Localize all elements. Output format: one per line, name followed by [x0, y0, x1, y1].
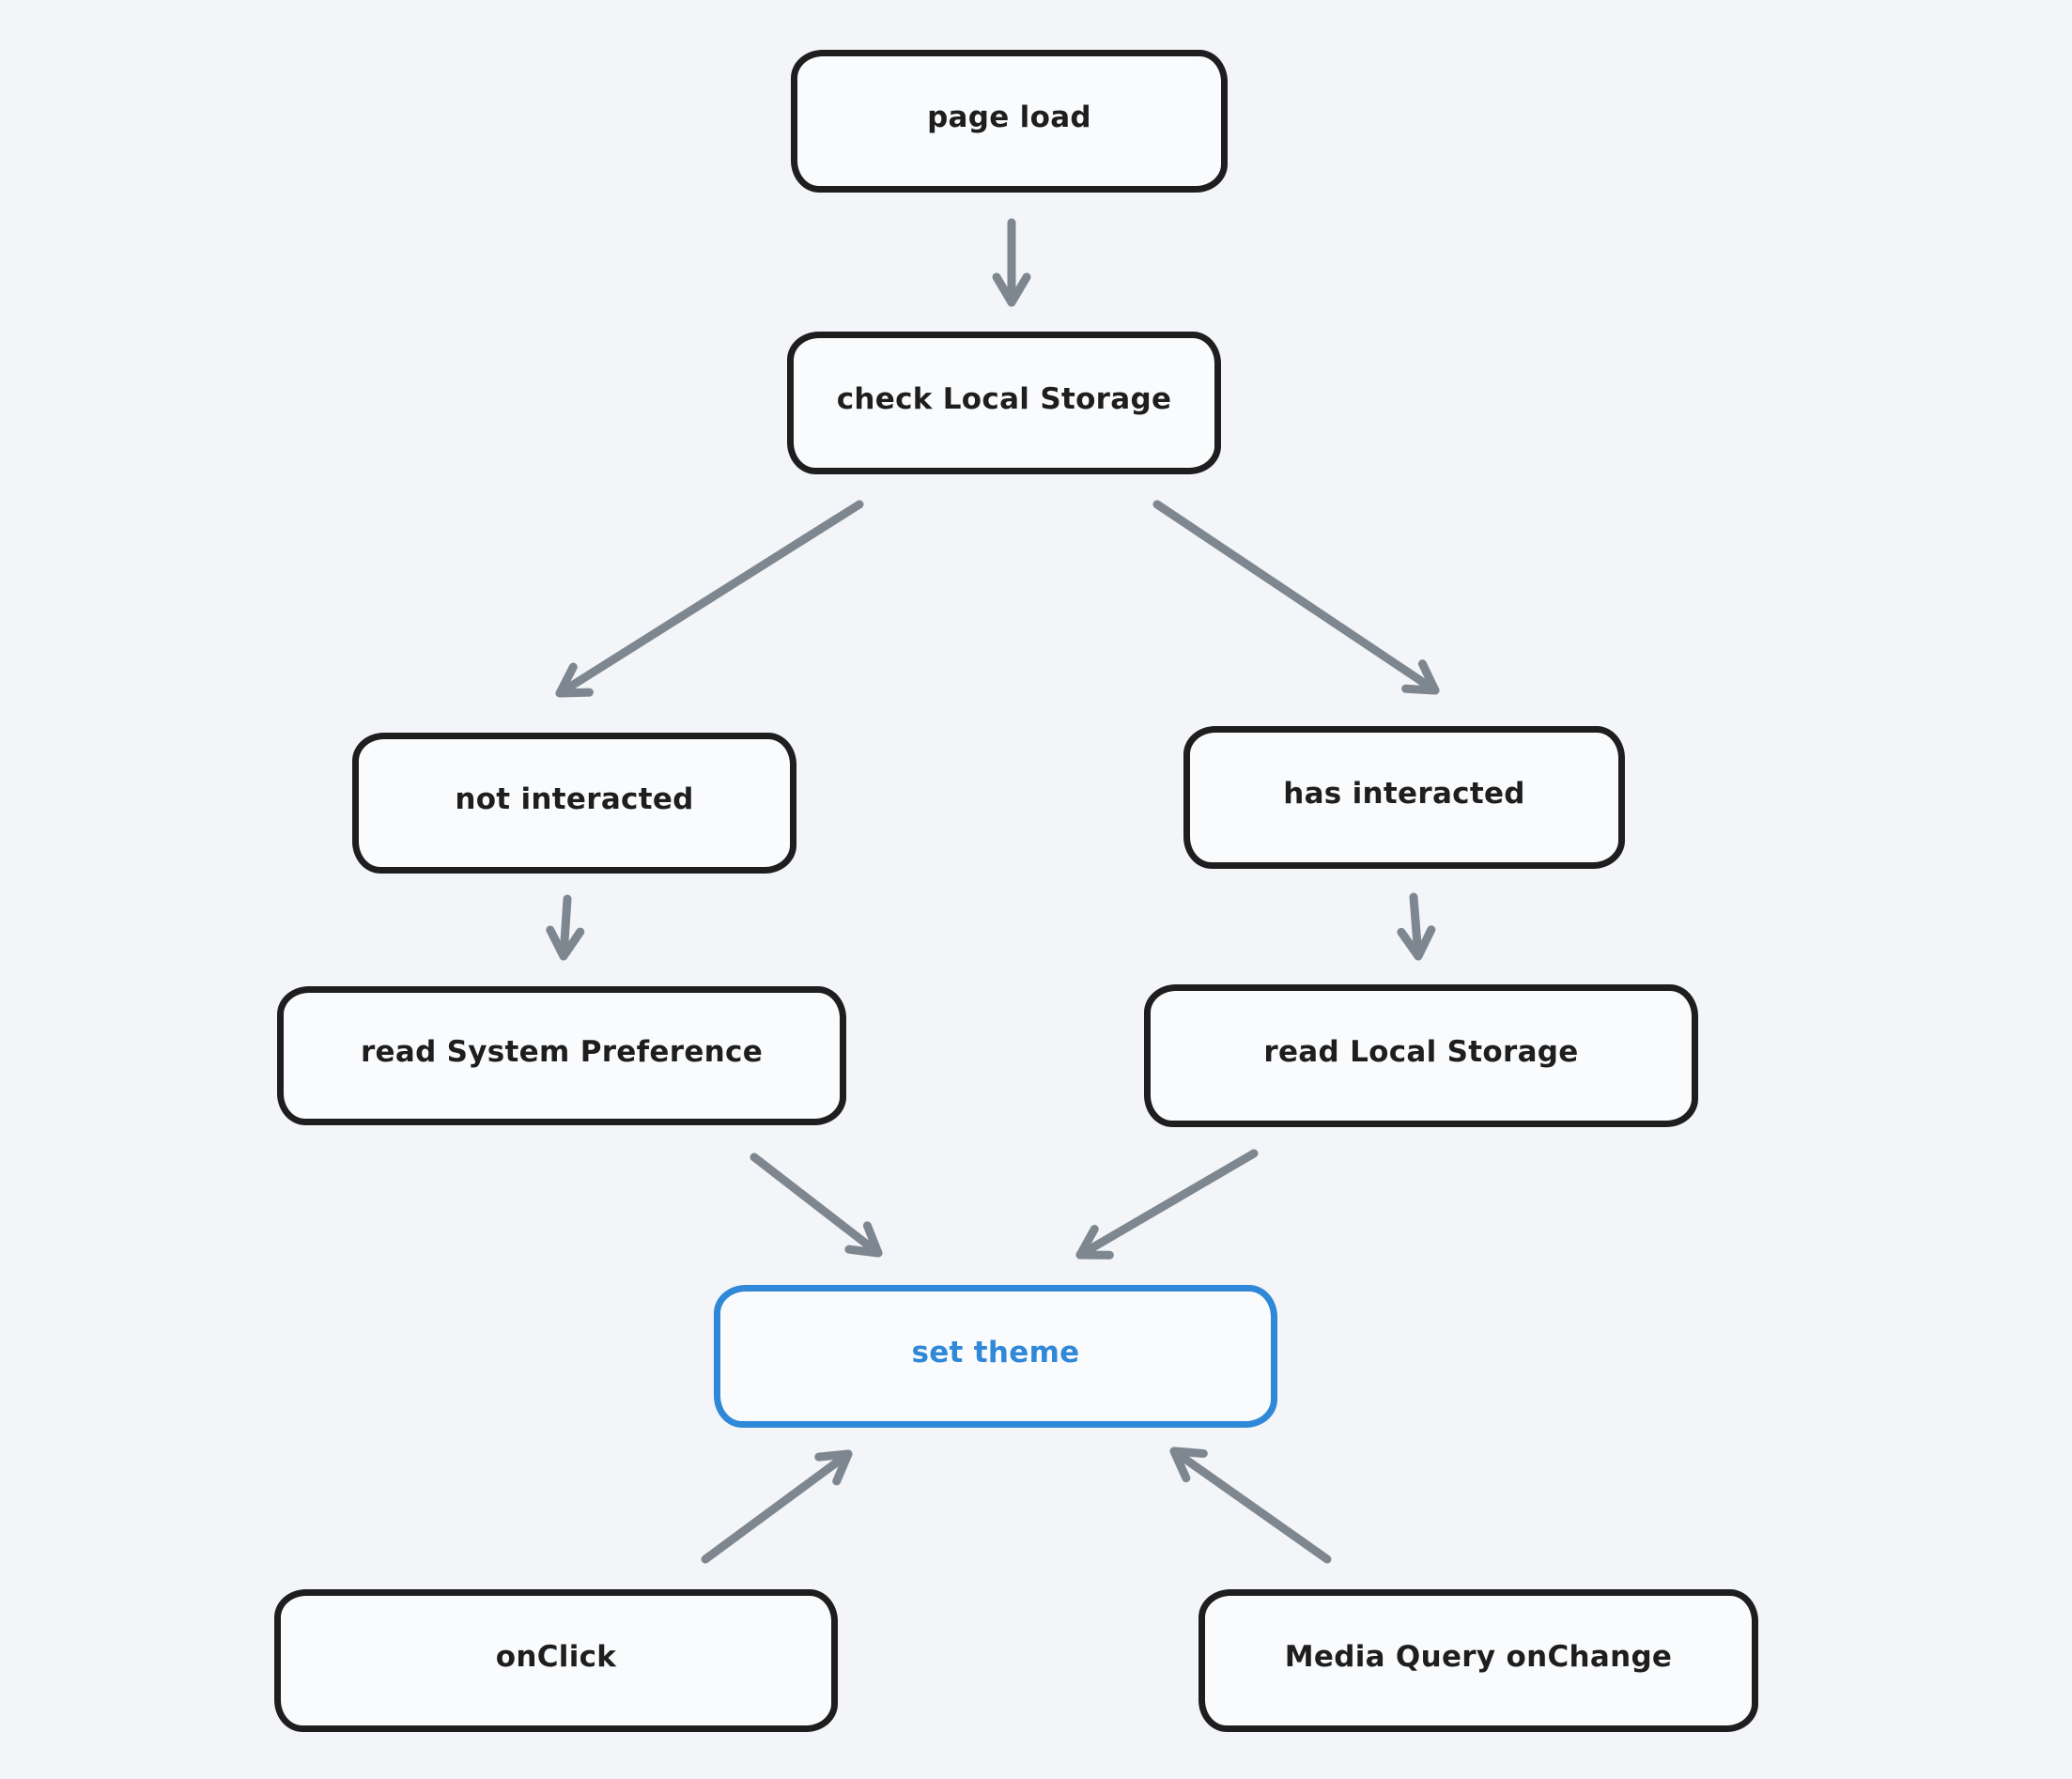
- edge-read-system-preference-to-set-theme: [750, 1152, 883, 1258]
- edge-read-local-storage-to-set-theme: [1075, 1149, 1259, 1260]
- node-media-query-onchange: Media Query onChange: [1198, 1589, 1758, 1732]
- edge-onclick-to-set-theme: [701, 1449, 853, 1564]
- node-label: has interacted: [1283, 777, 1525, 811]
- node-check-local-storage: check Local Storage: [787, 332, 1221, 474]
- edge-not-interacted-to-read-system-preference: [546, 894, 585, 961]
- node-label: read System Preference: [360, 1035, 764, 1069]
- node-label: set theme: [911, 1336, 1080, 1369]
- node-not-interacted: not interacted: [352, 733, 796, 874]
- node-label: page load: [927, 101, 1091, 134]
- node-label: check Local Storage: [836, 382, 1172, 416]
- node-has-interacted: has interacted: [1183, 726, 1625, 869]
- node-label: not interacted: [455, 782, 694, 816]
- node-label: onClick: [495, 1640, 617, 1674]
- edge-has-interacted-to-read-local-storage: [1397, 892, 1436, 961]
- node-label: read Local Storage: [1263, 1035, 1579, 1069]
- edge-check-local-storage-to-not-interacted: [555, 500, 864, 698]
- node-onclick: onClick: [274, 1589, 838, 1732]
- edge-check-local-storage-to-has-interacted: [1152, 500, 1440, 695]
- node-set-theme: set theme: [714, 1285, 1277, 1428]
- node-label: Media Query onChange: [1284, 1640, 1673, 1674]
- node-read-local-storage: read Local Storage: [1144, 984, 1698, 1127]
- node-read-system-preference: read System Preference: [277, 986, 846, 1125]
- node-page-load: page load: [791, 50, 1228, 193]
- edge-media-query-onchange-to-set-theme: [1169, 1446, 1332, 1564]
